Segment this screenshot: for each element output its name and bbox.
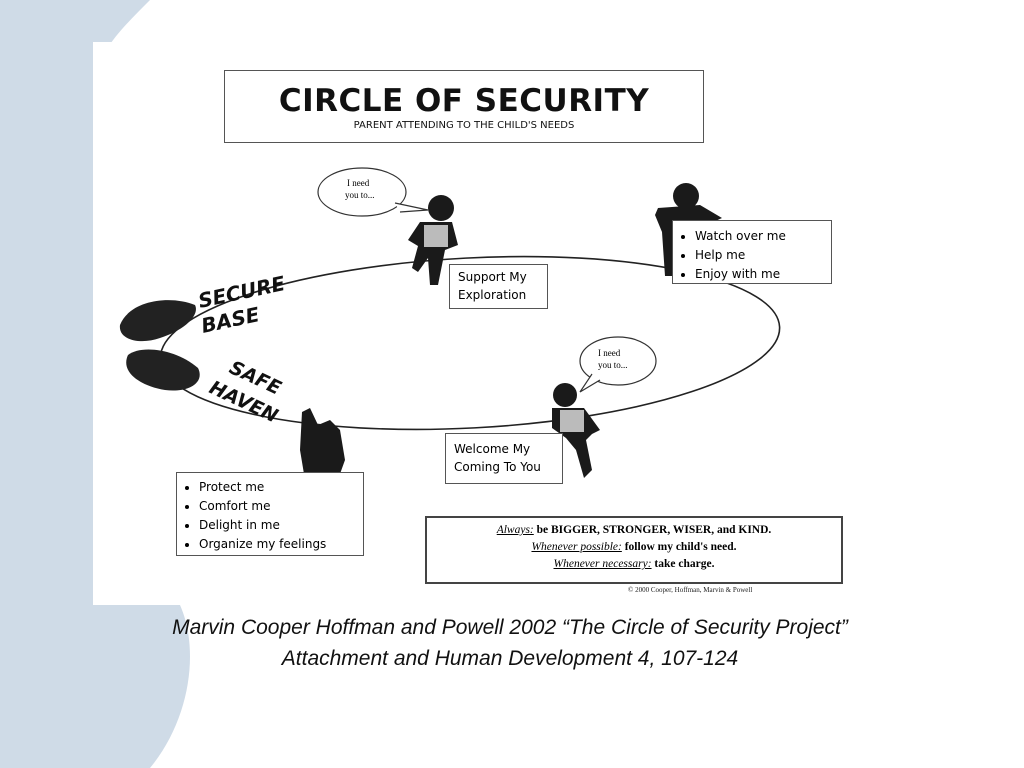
welcome-coming-box: Welcome My Coming To You bbox=[445, 433, 563, 484]
list-item: Organize my feelings bbox=[199, 535, 359, 554]
bubble-right-line2: you to... bbox=[598, 360, 628, 370]
parent-hands-icon bbox=[119, 300, 200, 391]
protect-list-box: Protect me Comfort me Delight in me Orga… bbox=[176, 472, 364, 556]
protect-list: Protect me Comfort me Delight in me Orga… bbox=[181, 478, 359, 554]
rule-line1: Always: be BIGGER, STRONGER, WISER, and … bbox=[496, 524, 772, 536]
list-item: Delight in me bbox=[199, 516, 359, 535]
support-line2: Exploration bbox=[458, 288, 527, 302]
list-item: Comfort me bbox=[199, 497, 359, 516]
watch-over-list-box: Watch over me Help me Enjoy with me bbox=[672, 220, 832, 284]
copyright-note: © 2000 Cooper, Hoffman, Marvin & Powell bbox=[628, 586, 753, 594]
bubble-right-line1: I need bbox=[598, 348, 621, 358]
bubble-top-line2: you to... bbox=[345, 190, 375, 200]
speech-bubble-right: I need you to... bbox=[579, 336, 657, 393]
list-item: Protect me bbox=[199, 478, 359, 497]
rule-line3: Whenever necessary: take charge. bbox=[553, 558, 715, 570]
child-exploring-icon bbox=[408, 195, 458, 285]
citation-caption: Marvin Cooper Hoffman and Powell 2002 “T… bbox=[172, 616, 848, 670]
child-returning-icon bbox=[552, 383, 600, 478]
support-line1: Support My bbox=[458, 270, 527, 284]
welcome-line2: Coming To You bbox=[454, 460, 541, 474]
watch-over-list: Watch over me Help me Enjoy with me bbox=[677, 227, 827, 284]
list-item: Help me bbox=[695, 246, 827, 265]
support-exploration-box: Support My Exploration bbox=[449, 264, 548, 309]
diagram-subtitle: PARENT ATTENDING TO THE CHILD'S NEEDS bbox=[353, 120, 575, 131]
speech-bubble-top: I need you to... bbox=[317, 167, 429, 217]
welcome-line1: Welcome My bbox=[454, 442, 531, 456]
list-item: Watch over me bbox=[695, 227, 827, 246]
rule-line2: Whenever possible: follow my child's nee… bbox=[531, 541, 737, 553]
bubble-top-line1: I need bbox=[347, 178, 370, 188]
parenting-rules-box: Always: be BIGGER, STRONGER, WISER, and … bbox=[425, 516, 843, 584]
diagram-title: CIRCLE OF SECURITY bbox=[278, 83, 650, 119]
list-item: Enjoy with me bbox=[695, 265, 827, 284]
diagram-title-box: CIRCLE OF SECURITY PARENT ATTENDING TO T… bbox=[224, 70, 704, 143]
